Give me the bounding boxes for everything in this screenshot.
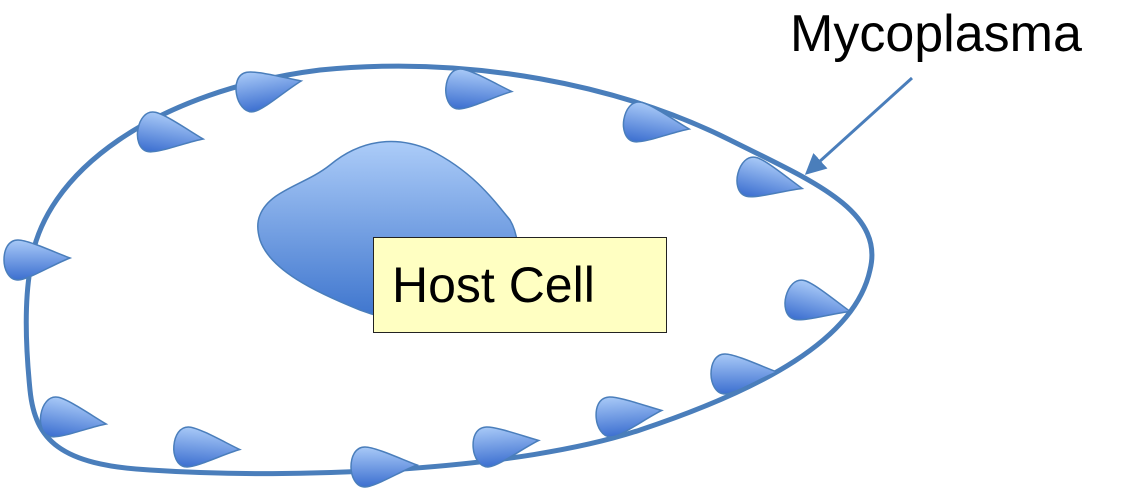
host-cell-membrane: [23, 63, 875, 477]
mycoplasma-cell: [39, 396, 109, 438]
mycoplasma-cell: [595, 396, 664, 438]
mycoplasma-cell: [235, 71, 304, 113]
mycoplasma-cell: [472, 426, 541, 468]
mycoplasma-cell: [784, 279, 853, 321]
mycoplasma-label: Mycoplasma: [790, 5, 1082, 63]
mycoplasma-cell: [350, 446, 420, 488]
mycoplasma-cell: [3, 239, 73, 281]
mycoplasma-pointer-arrow: [804, 76, 914, 175]
mycoplasma-cell: [445, 68, 514, 110]
mycoplasma-cell: [173, 426, 242, 468]
mycoplasma-cell: [136, 111, 206, 153]
host-cell-label: Host Cell: [392, 257, 595, 313]
mycoplasma-cell: [736, 156, 805, 198]
host-cell-label-box: Host Cell: [373, 237, 667, 333]
mycoplasma-cell: [622, 101, 692, 143]
mycoplasma-cell: [710, 353, 780, 395]
mycoplasma-cells: [3, 68, 853, 488]
